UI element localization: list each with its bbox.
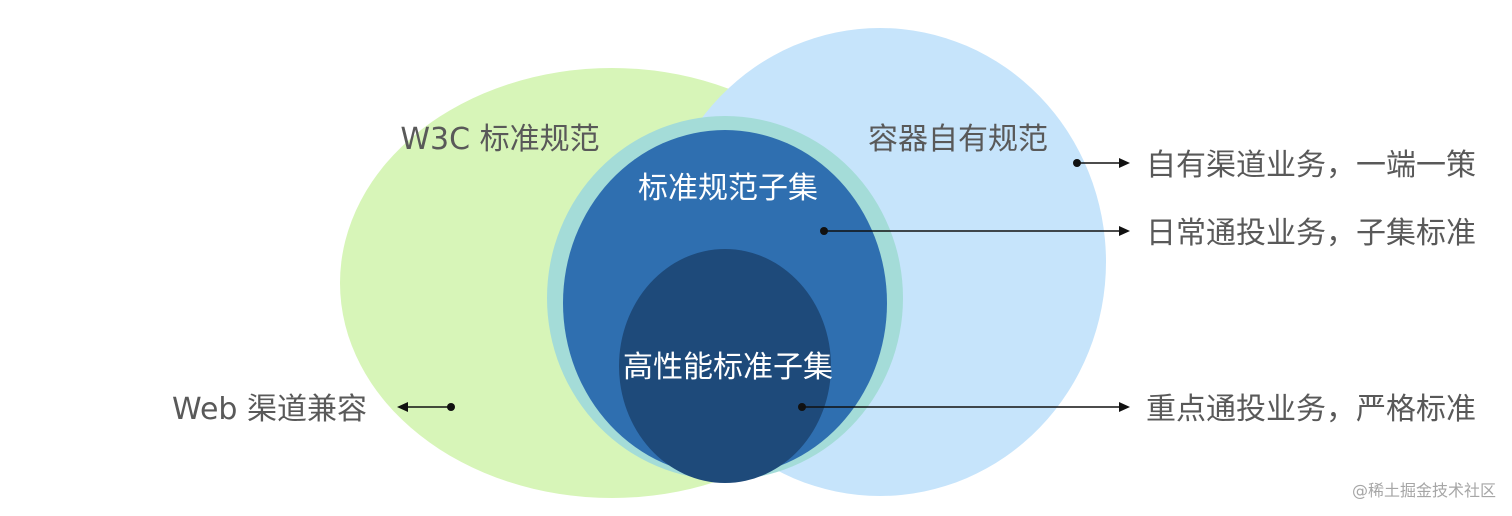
container-spec-label: 容器自有规范 xyxy=(868,122,1048,157)
arrowhead xyxy=(1119,402,1130,412)
arrow-web-channel xyxy=(397,402,455,412)
w3c-standard-label: W3C 标准规范 xyxy=(400,122,599,157)
arrow-daily-delivery xyxy=(820,226,1130,236)
own-channel-annotation: 自有渠道业务，一端一策 xyxy=(1146,148,1476,183)
arrow-own-channel xyxy=(1073,158,1130,168)
arrow-key-delivery xyxy=(798,402,1130,412)
high-performance-subset-label: 高性能标准子集 xyxy=(623,350,833,385)
arrowhead xyxy=(397,402,408,412)
web-channel-annotation: Web 渠道兼容 xyxy=(172,392,367,427)
daily-delivery-annotation: 日常通投业务，子集标准 xyxy=(1146,216,1476,251)
key-delivery-annotation: 重点通投业务，严格标准 xyxy=(1146,392,1476,427)
arrowhead xyxy=(1119,226,1130,236)
high-performance-subset-circle xyxy=(619,249,831,483)
arrowhead xyxy=(1119,158,1130,168)
standard-subset-label: 标准规范子集 xyxy=(638,171,818,206)
watermark-text: @稀土掘金技术社区 xyxy=(1352,481,1496,500)
